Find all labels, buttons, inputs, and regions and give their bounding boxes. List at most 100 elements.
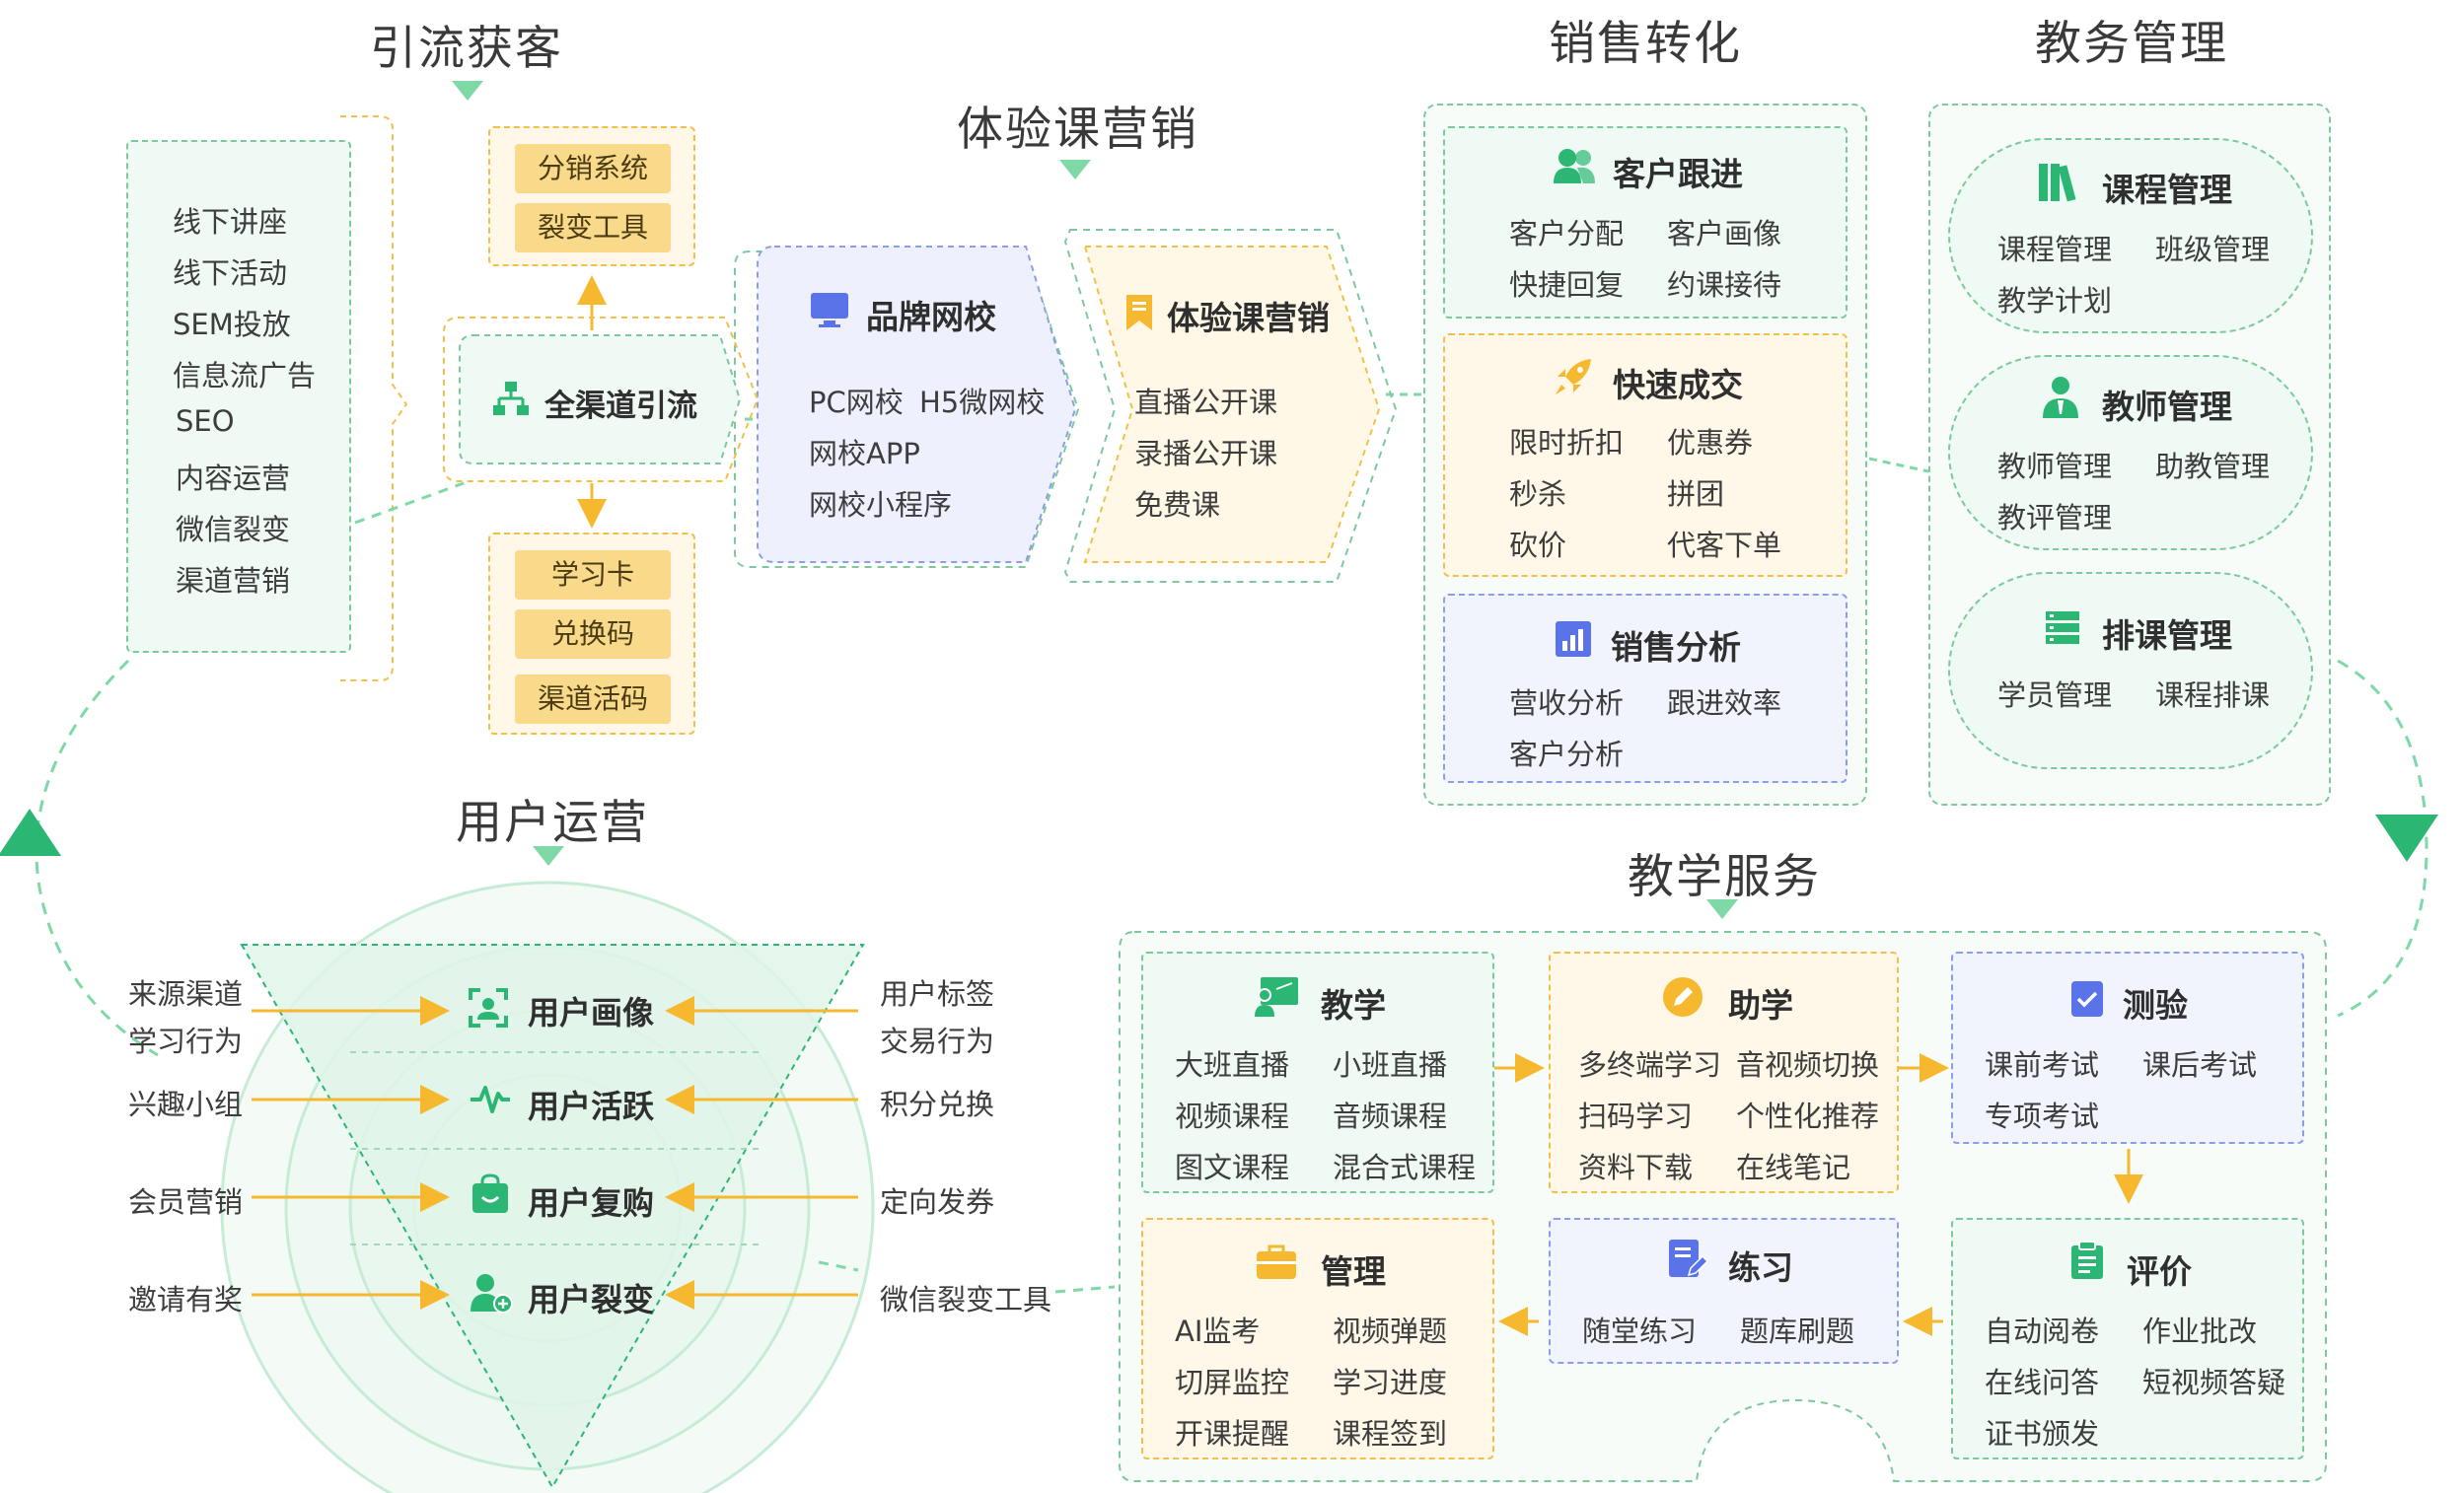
funnel-right-label: 交易行为: [880, 1025, 995, 1058]
title-user-operation: 用户运营: [456, 796, 649, 850]
teacher-icon: [2043, 377, 2078, 418]
sales-item: 约课接待: [1667, 268, 1782, 302]
teaching-item: 课程签到: [1333, 1417, 1448, 1451]
customer-follow-title: 客户跟进: [1613, 155, 1743, 193]
channel-item: 信息流广告: [173, 359, 317, 392]
teaching-item: 在线笔记: [1736, 1151, 1851, 1184]
bookmark-icon: [1126, 295, 1152, 330]
channel-list: 线下讲座 线下活动 SEM投放 信息流广告 SEO 内容运营 微信裂变 渠道营销: [126, 140, 351, 653]
teaching-item: 作业批改: [2142, 1315, 2258, 1348]
chart-icon: [1556, 621, 1591, 657]
teaching-item: 资料下载: [1578, 1151, 1694, 1184]
sales-analysis-title: 销售分析: [1611, 628, 1741, 667]
funnel-right-label: 微信裂变工具: [880, 1283, 1052, 1316]
teaching-item: 小班直播: [1333, 1048, 1448, 1082]
teaching-item: 切屏监控: [1175, 1366, 1290, 1399]
teaching-item: 多终端学习: [1578, 1048, 1722, 1082]
title-pointer: [1706, 899, 1738, 919]
title-sales-conversion: 销售转化: [1549, 17, 1742, 71]
title-acquisition: 引流获客: [370, 22, 563, 76]
books-icon: [2039, 164, 2076, 202]
sales-item: 砍价: [1509, 529, 1567, 562]
course-manage-title: 课程管理: [2102, 171, 2232, 209]
brand-school-item: 网校小程序: [809, 488, 953, 522]
list-icon: [2046, 611, 2079, 644]
quick-deal-card: 快速成交 限时折扣 优惠券 秒杀 拼团 砍价 代客下单: [1443, 333, 1848, 577]
admin-item: 教评管理: [1997, 501, 2113, 534]
teacher-manage-title: 教师管理: [2102, 388, 2232, 426]
funnel-right-label: 定向发券: [880, 1185, 995, 1219]
teaching-item: 音频课程: [1333, 1100, 1448, 1133]
teaching-item: AI监考: [1175, 1315, 1261, 1348]
teaching-item: 扫码学习: [1578, 1100, 1694, 1133]
practice-card: 练习 随堂练习 题库刷题: [1549, 1218, 1899, 1364]
clipboard-icon: [2071, 1241, 2103, 1279]
sales-item: 优惠券: [1667, 426, 1754, 460]
channel-item: 线下活动: [173, 256, 288, 290]
user-level-label: 用户复购: [528, 1184, 655, 1222]
pencil-circle-icon: [1663, 977, 1703, 1017]
admin-item: 学员管理: [1997, 678, 2113, 712]
assist-title: 助学: [1728, 986, 1793, 1025]
tool-pill: 兑换码: [515, 609, 671, 659]
acquisition-tools-top: 分销系统 裂变工具: [488, 126, 695, 266]
teacher-manage-card: 教师管理 教师管理 助教管理 教评管理: [1948, 355, 2313, 550]
sales-item: 快捷回复: [1509, 268, 1625, 302]
teaching-item: 题库刷题: [1740, 1315, 1855, 1348]
practice-title: 练习: [1728, 1248, 1793, 1287]
user-portrait-icon: [469, 988, 508, 1028]
admin-item: 课程管理: [1997, 233, 2113, 266]
teaching-item: 混合式课程: [1333, 1151, 1477, 1184]
teaching-item: 图文课程: [1175, 1151, 1290, 1184]
title-teaching-service: 教学服务: [1628, 850, 1821, 904]
user-level-label: 用户裂变: [528, 1281, 655, 1318]
funnel-left-label: 来源渠道: [128, 977, 244, 1011]
user-level-label: 用户画像: [528, 994, 655, 1031]
channel-item: 内容运营: [176, 462, 291, 495]
teaching-item: 大班直播: [1175, 1048, 1290, 1082]
teaching-item: 课前考试: [1985, 1048, 2100, 1082]
user-level-label: 用户活跃: [528, 1088, 655, 1125]
teaching-item: 课后考试: [2142, 1048, 2258, 1082]
teach-title: 教学: [1321, 986, 1386, 1025]
teaching-item: 证书颁发: [1985, 1417, 2100, 1451]
tool-pill: 渠道活码: [515, 675, 671, 724]
funnel-right-label: 积分兑换: [880, 1088, 995, 1121]
sales-item: 客户画像: [1667, 217, 1782, 250]
teaching-item: 专项考试: [1985, 1100, 2100, 1133]
sales-item: 营收分析: [1509, 686, 1625, 720]
sales-item: 限时折扣: [1509, 426, 1625, 460]
funnel-right-label: 用户标签: [880, 977, 995, 1011]
manage-title: 管理: [1321, 1252, 1386, 1291]
sales-analysis-card: 销售分析 营收分析 跟进效率 客户分析: [1443, 594, 1848, 783]
edit-doc-icon: [1669, 1240, 1708, 1277]
admin-item: 教学计划: [1997, 284, 2113, 318]
title-academic-admin: 教务管理: [2035, 17, 2228, 71]
assist-card: 助学 多终端学习 音视频切换 扫码学习 个性化推荐 资料下载 在线笔记: [1549, 952, 1899, 1193]
admin-item: 班级管理: [2155, 233, 2271, 266]
sales-item: 代客下单: [1667, 529, 1782, 562]
brand-school-item: 网校APP: [809, 437, 920, 470]
monitor-icon: [811, 293, 848, 327]
teach-card: 教学 大班直播 小班直播 视频课程 音频课程 图文课程 混合式课程: [1141, 952, 1494, 1193]
teaching-item: 开课提醒: [1175, 1417, 1290, 1451]
funnel-left-label: 邀请有奖: [128, 1283, 244, 1316]
sales-item: 秒杀: [1509, 477, 1567, 511]
teaching-item: 随堂练习: [1582, 1315, 1698, 1348]
admin-item: 教师管理: [1997, 450, 2113, 483]
title-trial-marketing: 体验课营销: [957, 103, 1198, 157]
funnel-left-label: 兴趣小组: [128, 1088, 244, 1121]
admin-item: 助教管理: [2155, 450, 2271, 483]
quick-deal-title: 快速成交: [1613, 366, 1743, 404]
manage-card: 管理 AI监考 视频弹题 切屏监控 学习进度 开课提醒 课程签到: [1141, 1218, 1494, 1459]
trial-course-item: 录播公开课: [1134, 437, 1278, 470]
check-doc-icon: [2071, 981, 2103, 1017]
trial-course-title: 体验课营销: [1167, 299, 1330, 337]
rocket-icon: [1556, 359, 1591, 394]
customer-follow-card: 客户跟进 客户分配 客户画像 快捷回复 约课接待: [1443, 126, 1848, 319]
admin-item: 课程排课: [2155, 678, 2271, 712]
teaching-item: 音视频切换: [1736, 1048, 1880, 1082]
channel-item: 渠道营销: [176, 564, 291, 598]
funnel-left-label: 学习行为: [128, 1025, 244, 1058]
tool-pill: 分销系统: [515, 144, 671, 193]
